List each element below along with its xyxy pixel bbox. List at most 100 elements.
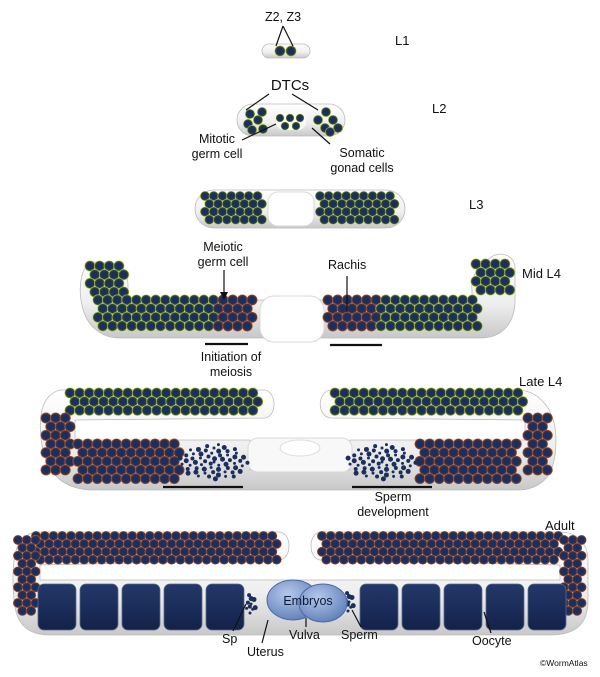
sperm-cell bbox=[349, 594, 355, 600]
mitotic-germ-cell bbox=[84, 260, 96, 272]
meiotic-germ-cell bbox=[461, 554, 472, 565]
meiotic-germ-cell bbox=[540, 554, 551, 565]
meiotic-germ-cell bbox=[457, 447, 469, 459]
mitotic-germ-cell bbox=[313, 115, 323, 125]
meiotic-germ-cell bbox=[79, 554, 90, 565]
meiotic-germ-cell bbox=[149, 438, 161, 450]
sperm-cell bbox=[207, 474, 212, 479]
meiotic-germ-cell bbox=[567, 582, 578, 593]
meiotic-germ-cell bbox=[70, 538, 81, 549]
oocyte-label: Oocyte bbox=[472, 634, 512, 648]
sperm-cell bbox=[351, 458, 357, 464]
meiotic-germ-cell bbox=[563, 574, 574, 585]
mitotic-germ-cell bbox=[325, 127, 335, 137]
meiotic-germ-cell bbox=[21, 550, 32, 561]
sperm-cell bbox=[177, 455, 183, 461]
sperm-cell bbox=[180, 462, 184, 466]
meiotic-germ-cell bbox=[82, 438, 94, 450]
meiotic-germ-cell bbox=[496, 554, 507, 565]
meiotic-germ-cell bbox=[487, 554, 498, 565]
mitotic-germ-cell bbox=[358, 206, 369, 217]
sperm-cell bbox=[193, 469, 199, 475]
mitotic-germ-cell bbox=[358, 404, 370, 416]
mitotic-germ-cell bbox=[213, 198, 224, 209]
mitotic-germ-cell bbox=[217, 191, 228, 201]
meiotic-germ-cell bbox=[576, 582, 587, 593]
sperm-cell bbox=[185, 470, 191, 476]
vulva-label: Vulva bbox=[289, 628, 320, 642]
meiotic-germ-cell bbox=[487, 538, 498, 549]
meiotic-germ-cell bbox=[472, 438, 484, 450]
sperm-cell bbox=[399, 474, 404, 479]
mitotic-germ-cell bbox=[228, 387, 240, 399]
meiotic-germ-cell bbox=[105, 538, 116, 549]
sperm-cell bbox=[226, 453, 230, 457]
meiotic-germ-cell bbox=[452, 538, 463, 549]
meiotic-germ-cell bbox=[87, 538, 98, 549]
meiotic-germ-cell bbox=[461, 538, 472, 549]
mitotic-germ-cell bbox=[483, 404, 495, 416]
sperm-cell bbox=[216, 466, 222, 472]
mitotic-germ-cell bbox=[442, 303, 454, 315]
mitotic-germ-cell bbox=[103, 404, 114, 416]
meiotic-germ-cell bbox=[184, 538, 195, 549]
meiotic-germ-cell bbox=[378, 531, 389, 541]
mitotic-germ-cell bbox=[321, 107, 331, 117]
meiotic-germ-cell bbox=[365, 320, 377, 332]
meiotic-germ-cell bbox=[232, 303, 244, 315]
meiotic-germ-cell bbox=[54, 421, 66, 433]
mitotic-germ-cell bbox=[243, 206, 254, 217]
mitotic-germ-cell bbox=[165, 396, 177, 408]
meiotic-germ-cell bbox=[91, 455, 103, 467]
meiotic-germ-cell bbox=[125, 447, 137, 459]
meiotic-germ-cell bbox=[317, 531, 327, 541]
mitotic-germ-cell bbox=[230, 214, 241, 225]
sperm-cell bbox=[380, 476, 386, 482]
sperm-cell bbox=[393, 449, 398, 454]
sperm-cell bbox=[218, 453, 223, 458]
mitotic-germ-cell bbox=[97, 303, 109, 315]
mitotic-germ-cell bbox=[198, 294, 210, 306]
mitotic-germ-cell bbox=[377, 387, 389, 399]
sperm-cell bbox=[406, 458, 411, 463]
sperm-cell bbox=[384, 448, 390, 454]
mitotic-germ-cell bbox=[98, 269, 110, 281]
meiotic-germ-cell bbox=[336, 320, 348, 332]
meiotic-germ-cell bbox=[532, 412, 544, 424]
sperm-cell bbox=[348, 462, 352, 466]
meiotic-germ-cell bbox=[201, 554, 212, 565]
mitotic-germ-cell bbox=[471, 320, 483, 332]
sperm-cell bbox=[191, 452, 195, 456]
meiotic-germ-cell bbox=[236, 294, 248, 306]
mitotic-germ-cell bbox=[78, 396, 90, 408]
meiotic-germ-cell bbox=[217, 294, 229, 306]
meiotic-germ-cell bbox=[111, 473, 122, 485]
mitotic-germ-cell bbox=[83, 404, 95, 416]
meiotic-germ-cell bbox=[168, 438, 180, 450]
mitotic-germ-cell bbox=[376, 206, 387, 217]
meiotic-germ-cell bbox=[443, 438, 455, 450]
sperm-cell bbox=[375, 474, 380, 479]
meiotic-germ-cell bbox=[477, 464, 489, 476]
mitotic-germ-cell bbox=[74, 387, 86, 399]
meiotic-germ-cell bbox=[125, 464, 137, 476]
mitotic-germ-cell bbox=[483, 387, 495, 399]
meiotic-germ-cell bbox=[448, 447, 460, 459]
mitotic-germ-cell bbox=[438, 311, 449, 323]
mitotic-germ-cell bbox=[385, 191, 395, 201]
meiotic-germ-cell bbox=[563, 542, 574, 553]
meiotic-germ-cell bbox=[127, 546, 138, 557]
mitotic-germ-cell bbox=[204, 198, 215, 209]
meiotic-germ-cell bbox=[50, 464, 62, 476]
meiotic-germ-cell bbox=[17, 605, 28, 616]
mitotic-germ-cell bbox=[512, 387, 524, 399]
mitotic-germ-cell bbox=[230, 198, 241, 209]
meiotic-germ-cell bbox=[245, 538, 256, 549]
mitotic-germ-cell bbox=[358, 191, 369, 201]
mitotic-germ-cell bbox=[377, 404, 389, 416]
mitotic-germ-cell bbox=[103, 260, 115, 272]
meiotic-germ-cell bbox=[201, 538, 212, 549]
mitotic-germ-cell bbox=[433, 303, 445, 315]
meiotic-germ-cell bbox=[317, 546, 327, 557]
meiotic-germ-cell bbox=[452, 554, 463, 565]
